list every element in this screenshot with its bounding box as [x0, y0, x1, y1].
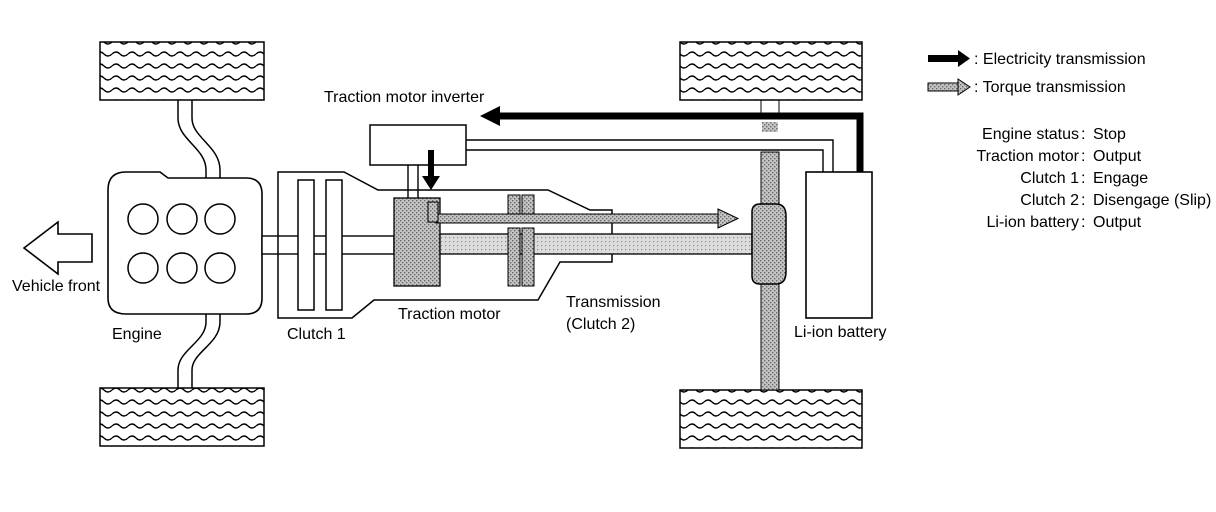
electricity-arrow-inverter-to-motor: [422, 150, 440, 190]
status-colon: :: [1081, 170, 1085, 187]
wheel-front-left: [99, 41, 265, 101]
engine-label: Engine: [112, 326, 162, 343]
status-colon: :: [1081, 126, 1085, 143]
vehicle-front-label: Vehicle front: [12, 278, 101, 295]
status-colon: :: [1081, 192, 1085, 209]
wheel-front-right: [679, 41, 863, 101]
status-value: Disengage (Slip): [1093, 192, 1211, 209]
inverter-label: Traction motor inverter: [324, 89, 485, 106]
legend-torque-label: : Torque transmission: [974, 79, 1126, 96]
traction-motor-label: Traction motor: [398, 306, 501, 323]
status-value: Engage: [1093, 170, 1148, 187]
status-colon: :: [1081, 148, 1085, 165]
status-colon: :: [1081, 214, 1085, 231]
wheel-rear-left: [99, 387, 265, 447]
electricity-arrow-battery-to-inverter: [480, 106, 864, 172]
clutch-1-plates: [297, 179, 343, 311]
status-label: Clutch 1: [1020, 170, 1079, 187]
transmission-housing: [277, 171, 613, 319]
status-table: Engine status : Stop Traction motor : Ou…: [976, 126, 1211, 231]
inverter-wiring: [407, 139, 834, 198]
legend-torque-icon: [927, 78, 971, 96]
traction-motor-inverter: [369, 124, 467, 166]
transmission-label: Transmission: [566, 294, 661, 311]
status-label: Traction motor: [976, 148, 1079, 165]
clutch-1-label: Clutch 1: [287, 326, 346, 343]
status-value: Output: [1093, 214, 1142, 231]
torque-arrow-motor-to-diff: [427, 201, 740, 229]
status-label: Engine status: [982, 126, 1079, 143]
differential: [751, 203, 787, 285]
battery-label: Li-ion battery: [794, 324, 887, 341]
wheel-rear-right: [679, 389, 863, 449]
engine-block: [107, 171, 263, 315]
li-ion-battery: [805, 171, 873, 319]
status-label: Li-ion battery: [987, 214, 1080, 231]
left-axle-shafts: [177, 100, 221, 388]
status-value: Stop: [1093, 126, 1126, 143]
legend-electricity-label: : Electricity transmission: [974, 51, 1146, 68]
legend: : Electricity transmission : Torque tran…: [927, 50, 1146, 96]
transmission-shaft: [439, 233, 753, 255]
vehicle-front-arrow: [22, 220, 93, 276]
status-value: Output: [1093, 148, 1142, 165]
transmission-clutch-2-label: (Clutch 2): [566, 316, 635, 333]
legend-electricity-icon: [928, 50, 970, 67]
status-label: Clutch 2: [1020, 192, 1079, 209]
